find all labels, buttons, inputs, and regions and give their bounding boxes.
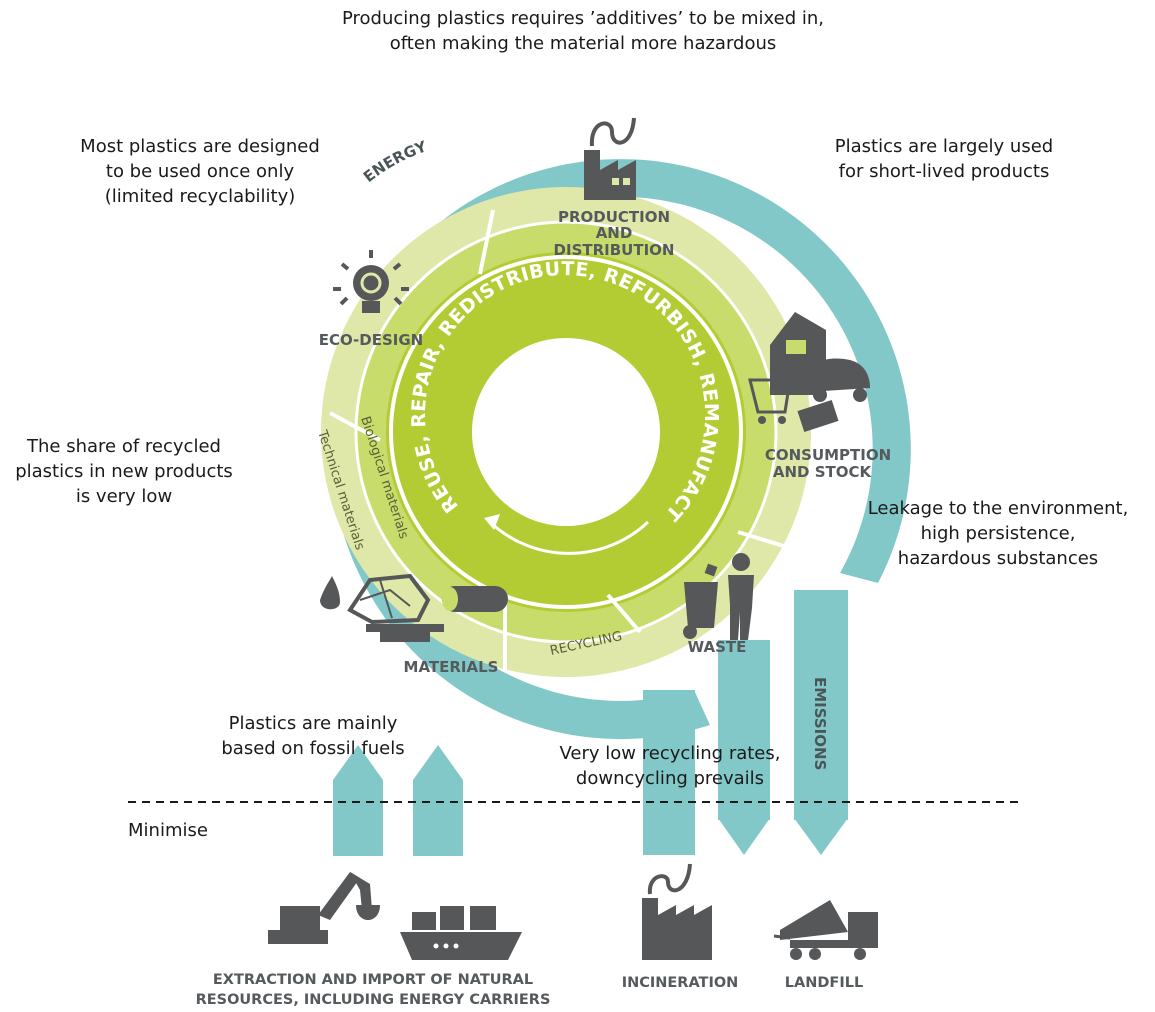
minimise-label: Minimise — [128, 820, 208, 841]
additives-note-line1: Producing plastics requires ’additives’ … — [342, 8, 824, 29]
center-hole — [472, 338, 660, 526]
waste-bin-icon — [683, 563, 718, 639]
landfill-arrow-head — [718, 818, 770, 855]
designed-note-line3: (limited recyclability) — [105, 186, 296, 207]
energy-label: ENERGY — [360, 137, 430, 186]
emissions-label: EMISSIONS — [811, 677, 829, 770]
ship-icon — [400, 906, 522, 960]
input-column-2 — [413, 780, 463, 856]
short-lived-note-line2: for short-lived products — [839, 161, 1050, 182]
short-lived-note-line1: Plastics are largely used — [835, 136, 1053, 157]
fossil-note-line1: Plastics are mainly — [229, 713, 398, 734]
incineration-column — [643, 690, 695, 855]
leakage-note-line3: hazardous substances — [898, 548, 1098, 569]
eco-design-label: ECO-DESIGN — [319, 331, 423, 349]
share-note-line1: The share of recycled — [26, 436, 221, 457]
consumption-label-1: CONSUMPTION — [765, 446, 891, 464]
recycling-rates-note-line2: downcycling prevails — [576, 768, 764, 789]
emissions-arrow-head — [794, 818, 848, 855]
incineration-label: INCINERATION — [622, 975, 739, 991]
designed-note-line1: Most plastics are designed — [80, 136, 320, 157]
excavator-icon — [268, 872, 380, 944]
waste-label: WASTE — [688, 638, 747, 656]
extraction-label-2: RESOURCES, INCLUDING ENERGY CARRIERS — [196, 992, 551, 1008]
leakage-note-line1: Leakage to the environment, — [868, 498, 1129, 519]
production-label-3: DISTRIBUTION — [554, 241, 675, 259]
emissions-column — [794, 590, 848, 820]
person-icon — [728, 553, 754, 640]
materials-label: MATERIALS — [404, 658, 499, 676]
middle-ring-border — [354, 220, 778, 644]
landfill-column — [718, 640, 770, 820]
production-label-1: PRODUCTION — [558, 208, 670, 226]
recycling-rates-note-line1: Very low recycling rates, — [560, 743, 781, 764]
input-arrow-head-1 — [333, 745, 383, 780]
dump-truck-icon — [773, 900, 878, 960]
additives-note-line2: often making the material more hazardous — [390, 33, 777, 54]
production-label-2: AND — [596, 224, 633, 242]
lightbulb-icon — [333, 250, 409, 313]
share-note-line2: plastics in new products — [15, 461, 233, 482]
leakage-note-line2: high persistence, — [921, 523, 1076, 544]
inner-loop-arrow — [488, 520, 650, 555]
input-column-1 — [333, 780, 383, 856]
landfill-label: LANDFILL — [785, 975, 863, 991]
consumption-label-2: AND STOCK — [773, 463, 873, 481]
input-arrow-head-2 — [413, 745, 463, 780]
raw-materials-icon — [320, 573, 508, 642]
incinerator-icon — [642, 863, 712, 960]
reuse-loop-border — [389, 255, 743, 609]
share-note-line3: is very low — [76, 486, 172, 507]
inner-loop-arrow-head — [484, 514, 500, 530]
fossil-note-line2: based on fossil fuels — [221, 738, 404, 759]
factory-icon — [584, 117, 636, 200]
extraction-label-1: EXTRACTION AND IMPORT OF NATURAL — [213, 972, 533, 988]
designed-note-line2: to be used once only — [106, 161, 295, 182]
shopping-icon — [748, 312, 870, 433]
